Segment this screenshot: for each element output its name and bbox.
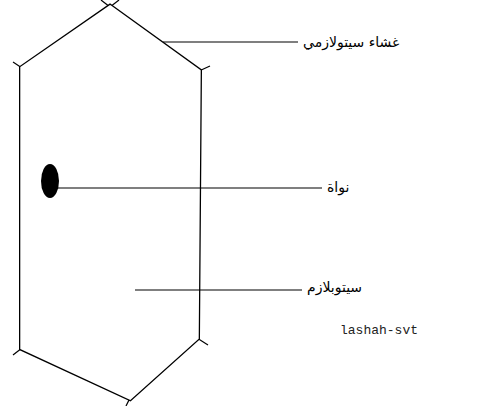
part-label: سيتوبلازم [307,278,362,296]
part-label: نواة [327,178,349,196]
cell-wall [22,7,199,398]
part-label: غشاء سيتولازمي [303,33,399,51]
leader-line [135,289,302,290]
watermark: lashah-svt [340,322,418,340]
cell-wall-gap [22,7,199,398]
neighbor-wall-ticks [13,0,210,406]
leader-line [163,41,298,42]
leader-line [55,187,322,188]
leader-lines [55,42,322,290]
nucleus [41,164,59,198]
